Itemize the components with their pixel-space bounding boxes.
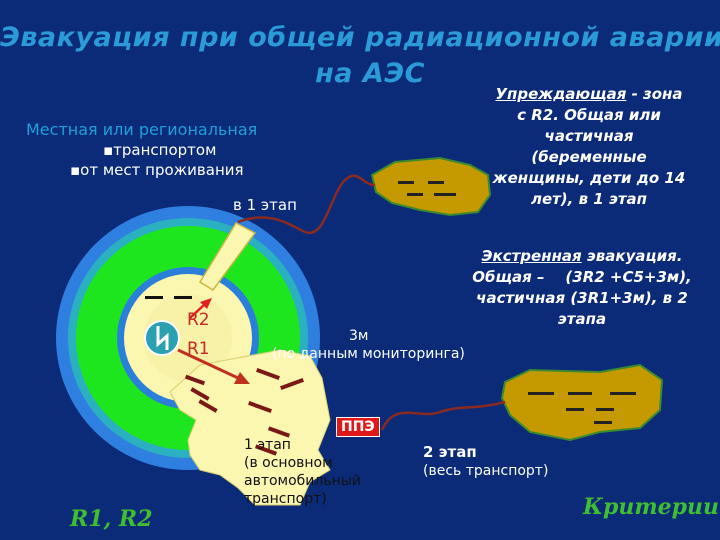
r1-arrow xyxy=(177,348,239,380)
r1-arrow-head xyxy=(234,372,250,384)
evacuation-corridor-upper xyxy=(198,222,257,292)
route-to-preventive-area xyxy=(237,174,376,235)
local-regional-heading: Местная или региональная xyxy=(26,120,258,139)
transport-marker xyxy=(184,374,206,386)
settlement-marker xyxy=(596,408,614,411)
preventive-description: - зона с R2. Общая или частичная (береме… xyxy=(492,85,686,208)
transport-marker xyxy=(248,401,272,413)
settlement-marker xyxy=(407,193,423,196)
settlement-area-preventive xyxy=(370,156,492,217)
transport-marker xyxy=(190,387,210,401)
settlement-marker xyxy=(566,408,584,411)
emergency-evacuation-note: Экстренная эвакуация. Общая – (3R2 +C5+3… xyxy=(452,246,712,330)
preventive-term: Упреждающая xyxy=(495,85,627,103)
evacuation-corridor-lower xyxy=(169,349,331,506)
stage1-transport-note: 1 этап (в основном автомобильный транспо… xyxy=(244,437,361,507)
transport-marker xyxy=(254,444,278,456)
npp-icon-bolt xyxy=(156,326,169,350)
transport-marker xyxy=(267,426,291,438)
criteria-label: Критерии xyxy=(583,494,720,520)
settlement-marker xyxy=(434,193,456,196)
settlement-marker xyxy=(568,392,592,395)
stage2-title: 2 этап xyxy=(423,443,477,461)
transport-marker xyxy=(280,378,304,390)
transport-marker xyxy=(256,368,280,380)
transport-marker xyxy=(198,399,218,413)
settlement-marker xyxy=(428,181,444,184)
preventive-evacuation-note: Упреждающая - зона с R2. Общая или части… xyxy=(474,84,704,210)
settlement-marker xyxy=(398,181,414,184)
settlement-marker xyxy=(174,296,192,299)
zone-3m-label: 3м xyxy=(349,328,369,344)
local-regional-item: ▪транспортом xyxy=(103,141,217,159)
settlement-marker xyxy=(594,421,612,424)
settlement-marker xyxy=(528,392,554,395)
page-title-line2: на АЭС xyxy=(315,58,425,89)
route-to-stage2-area xyxy=(380,400,506,431)
settlement-marker xyxy=(610,392,636,395)
settlement-marker xyxy=(145,296,163,299)
emergency-description: эвакуация. Общая – (3R2 +C5+3м), частичн… xyxy=(472,247,692,328)
emergency-term: Экстренная xyxy=(481,247,582,265)
settlement-area-stage2 xyxy=(500,363,664,442)
r2-label: R2 xyxy=(187,310,210,330)
radius-legend: R1, R2 xyxy=(70,506,153,532)
r1-label: R1 xyxy=(187,339,210,359)
stage1-label: в 1 этап xyxy=(233,196,297,214)
r1-zone xyxy=(144,294,232,382)
r2-arrow-head xyxy=(200,298,212,309)
r2-arrow xyxy=(189,303,206,319)
monitoring-label: (по данным мониторинга) xyxy=(272,346,465,362)
local-regional-item: ▪от мест проживания xyxy=(70,161,244,179)
stage2-description: (весь транспорт) xyxy=(423,463,549,479)
ppe-badge: ППЭ xyxy=(336,417,380,437)
page-title: Эвакуация при общей радиационной аварии xyxy=(0,22,720,53)
npp-icon xyxy=(144,320,180,356)
